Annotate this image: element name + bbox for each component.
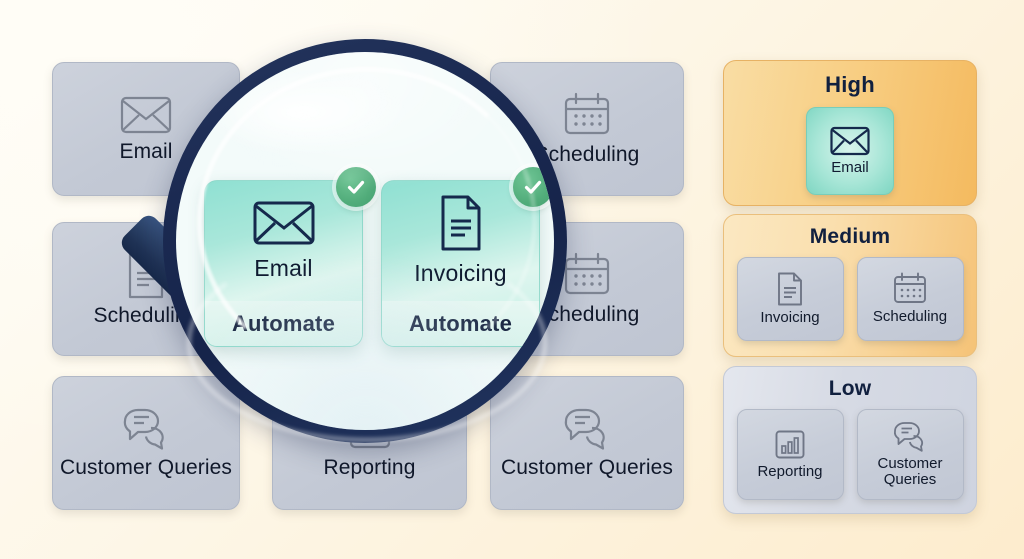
calendar-icon — [563, 252, 611, 298]
priority-item-email[interactable]: Email — [806, 107, 894, 195]
bar-chart-icon — [347, 407, 393, 451]
priority-item-customer-queries[interactable]: Customer Queries — [856, 409, 964, 500]
panel-low: Low Reporting Customer Queries — [723, 366, 977, 514]
priority-item-label: Invoicing — [760, 308, 820, 326]
grid-card-email-1[interactable]: Email — [52, 62, 240, 196]
grid-card-label: Customer Queries — [60, 455, 232, 479]
grid-card-customer-queries-1[interactable]: Customer Queries — [52, 376, 240, 510]
priority-item-scheduling[interactable]: Scheduling — [856, 257, 964, 341]
chat-bubbles-icon — [562, 407, 612, 451]
chat-bubbles-icon — [121, 407, 171, 451]
envelope-icon — [830, 126, 870, 156]
grid-card-label: Email — [119, 139, 173, 163]
chat-bubbles-icon — [892, 421, 928, 452]
grid-card-label: Scheduling — [534, 142, 640, 166]
grid-card-reporting-1[interactable]: Reporting — [272, 376, 467, 510]
document-icon — [126, 251, 166, 299]
document-icon — [350, 251, 390, 299]
calendar-icon — [893, 272, 927, 305]
panel-high: High Email — [723, 60, 977, 206]
document-icon — [776, 272, 804, 306]
calendar-icon — [563, 92, 611, 138]
grid-card-label: Scheduling — [93, 303, 199, 327]
panel-title: High — [825, 72, 875, 97]
panel-medium: Medium Invoicing Scheduling — [723, 214, 977, 357]
grid-card-scheduling-3[interactable]: Scheduling — [490, 222, 684, 356]
priority-item-label: Customer Queries — [877, 454, 943, 488]
grid-card-invoicing-2[interactable]: Invoicing — [272, 222, 467, 356]
envelope-icon — [120, 95, 172, 135]
priority-item-label: Email — [831, 158, 869, 176]
panel-title: Medium — [809, 225, 891, 248]
grid-card-invoicing-1[interactable]: Invoicing — [272, 62, 467, 196]
grid-card-label: Reporting — [323, 455, 416, 479]
priority-item-label: Scheduling — [872, 308, 948, 326]
priority-item-label: Reporting — [757, 462, 823, 480]
grid-card-label: Customer Queries — [501, 455, 673, 479]
grid-card-label: Invoicing — [327, 143, 412, 167]
grid-card-scheduling-1[interactable]: Scheduling — [490, 62, 684, 196]
priority-item-invoicing[interactable]: Invoicing — [736, 257, 844, 341]
grid-card-customer-queries-2[interactable]: Customer Queries — [490, 376, 684, 510]
bar-chart-icon — [774, 429, 806, 460]
panel-title: Low — [828, 377, 872, 400]
grid-card-label: Scheduling — [534, 302, 640, 326]
priority-item-reporting[interactable]: Reporting — [736, 409, 844, 500]
document-icon — [350, 91, 390, 139]
grid-card-label: Invoicing — [327, 303, 412, 327]
grid-card-scheduling-2[interactable]: Scheduling — [52, 222, 240, 356]
